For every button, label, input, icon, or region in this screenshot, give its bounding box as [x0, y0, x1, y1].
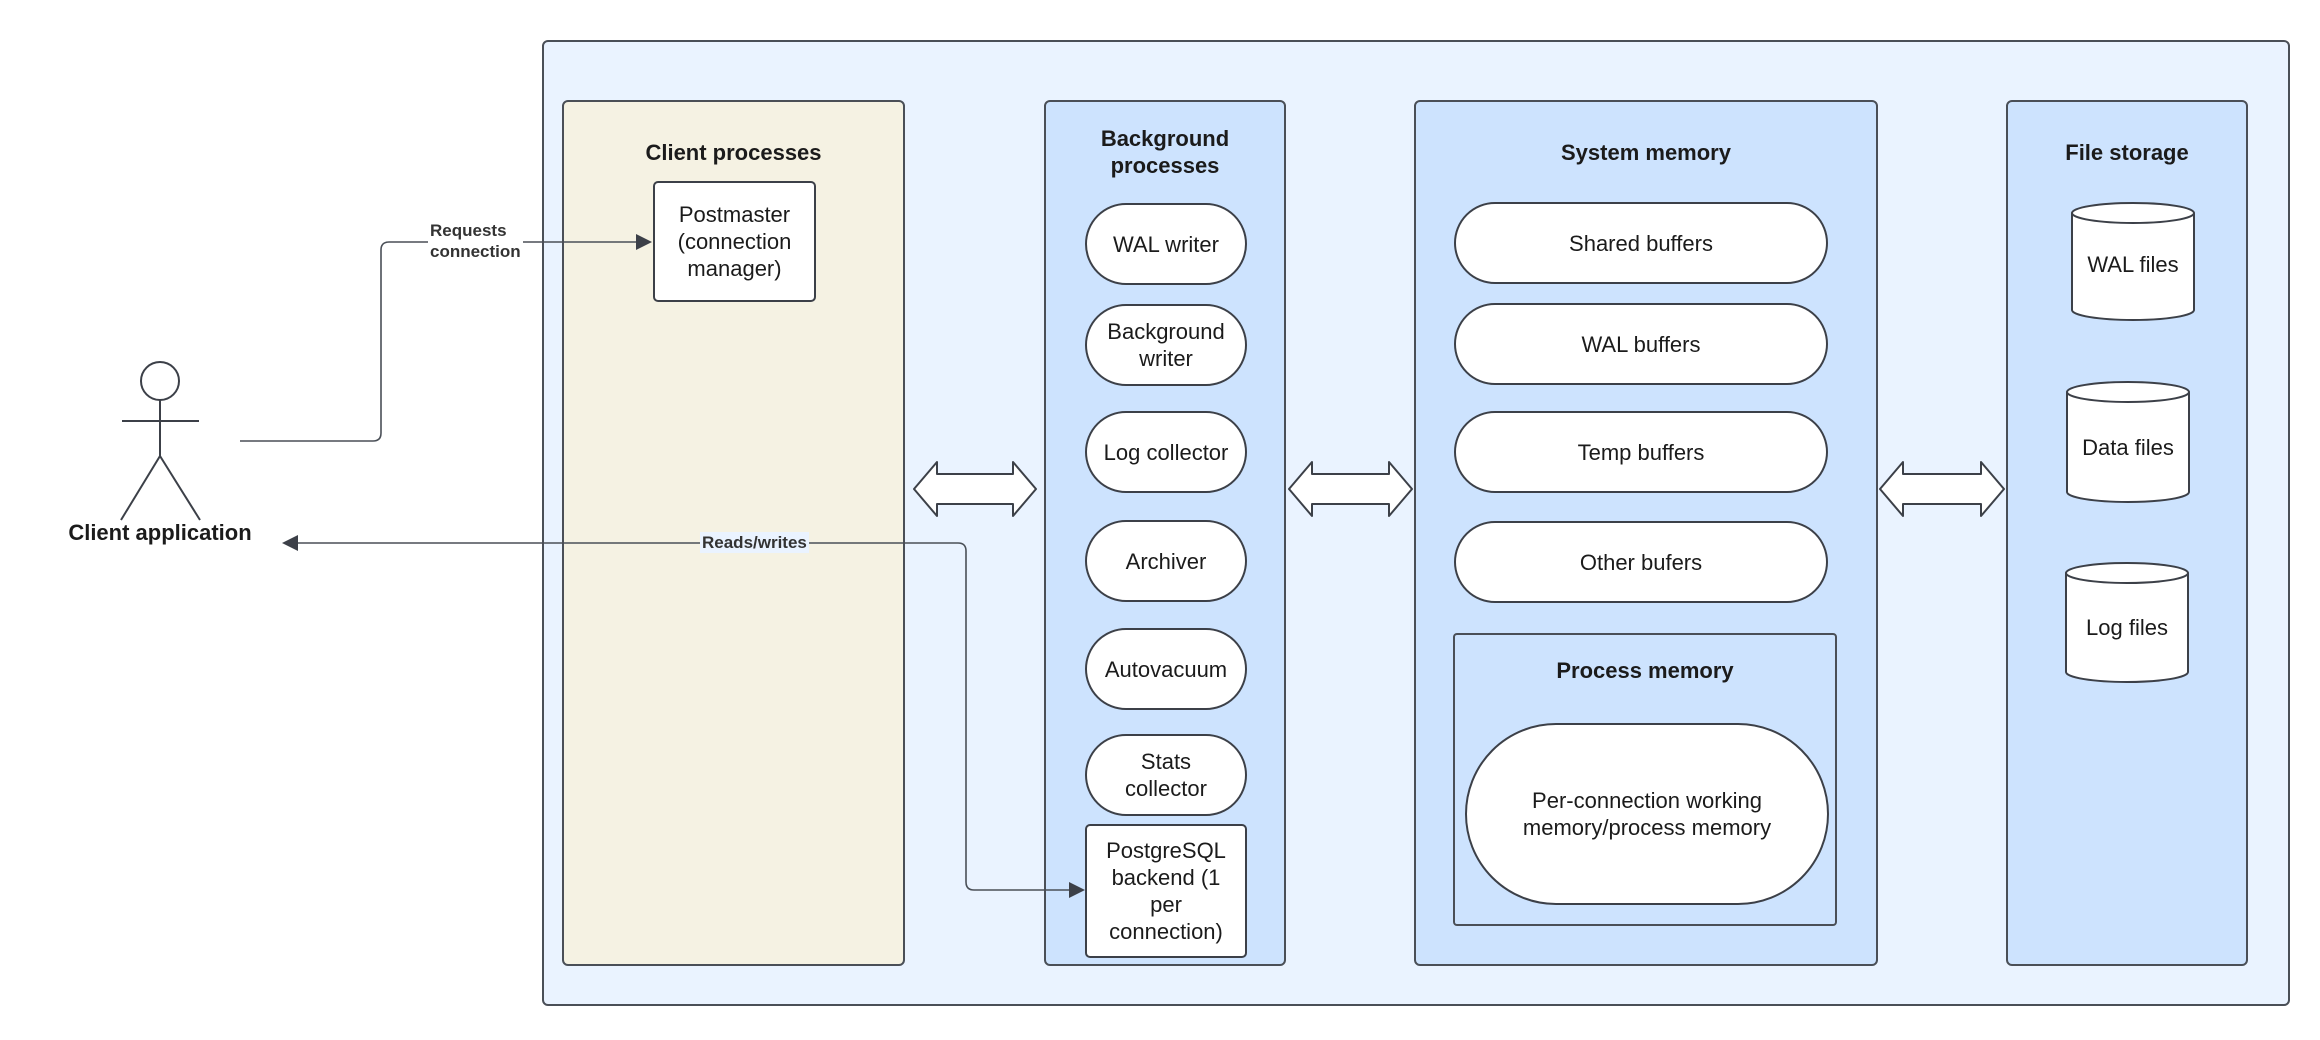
requests-arrowhead — [636, 234, 652, 250]
system-memory-title: System memory — [1561, 140, 1731, 165]
bg-process-archiver[interactable]: Archiver — [1085, 520, 1247, 602]
double-arrow-memory-files — [1879, 461, 2005, 517]
client-application-label: Client application — [68, 520, 252, 545]
reads-writes-connector — [298, 542, 1069, 891]
background-processes-title: Background processes — [1100, 126, 1230, 178]
bg-process-autovacuum[interactable]: Autovacuum — [1085, 628, 1247, 710]
cylinder-wal-files — [2071, 202, 2195, 321]
bg-process-background-writer[interactable]: Background writer — [1085, 304, 1247, 386]
double-arrow-client-background — [913, 461, 1037, 517]
postgresql-backend-box[interactable]: PostgreSQL backend (1 per connection) — [1085, 824, 1247, 958]
requests-connection-connector — [240, 241, 636, 442]
per-connection-memory[interactable]: Per-connection working memory/process me… — [1465, 723, 1829, 905]
cylinder-data-files — [2066, 381, 2190, 503]
memory-other-buffers[interactable]: Other bufers — [1454, 521, 1828, 603]
memory-shared-buffers[interactable]: Shared buffers — [1454, 202, 1828, 284]
file-wal-files[interactable]: WAL files — [2087, 252, 2179, 277]
file-log-files[interactable]: Log files — [2086, 615, 2168, 640]
requests-connection-label: Requests connection — [428, 220, 523, 262]
double-arrow-background-memory — [1288, 461, 1413, 517]
postmaster-box[interactable]: Postmaster (connection manager) — [653, 181, 816, 302]
client-processes-title: Client processes — [645, 140, 822, 165]
actor-stick-figure — [120, 361, 201, 521]
memory-temp-buffers[interactable]: Temp buffers — [1454, 411, 1828, 493]
process-memory-title: Process memory — [1556, 658, 1734, 683]
file-data-files[interactable]: Data files — [2082, 435, 2174, 460]
memory-wal-buffers[interactable]: WAL buffers — [1454, 303, 1828, 385]
bg-process-log-collector[interactable]: Log collector — [1085, 411, 1247, 493]
cylinder-log-files — [2065, 562, 2189, 683]
file-storage-title: File storage — [2065, 140, 2189, 165]
bg-process-stats-collector[interactable]: Stats collector — [1085, 734, 1247, 816]
reads-writes-arrowhead-left — [282, 535, 298, 551]
reads-writes-arrowhead-right — [1069, 882, 1085, 898]
bg-process-wal-writer[interactable]: WAL writer — [1085, 203, 1247, 285]
reads-writes-label: Reads/writes — [700, 532, 809, 553]
